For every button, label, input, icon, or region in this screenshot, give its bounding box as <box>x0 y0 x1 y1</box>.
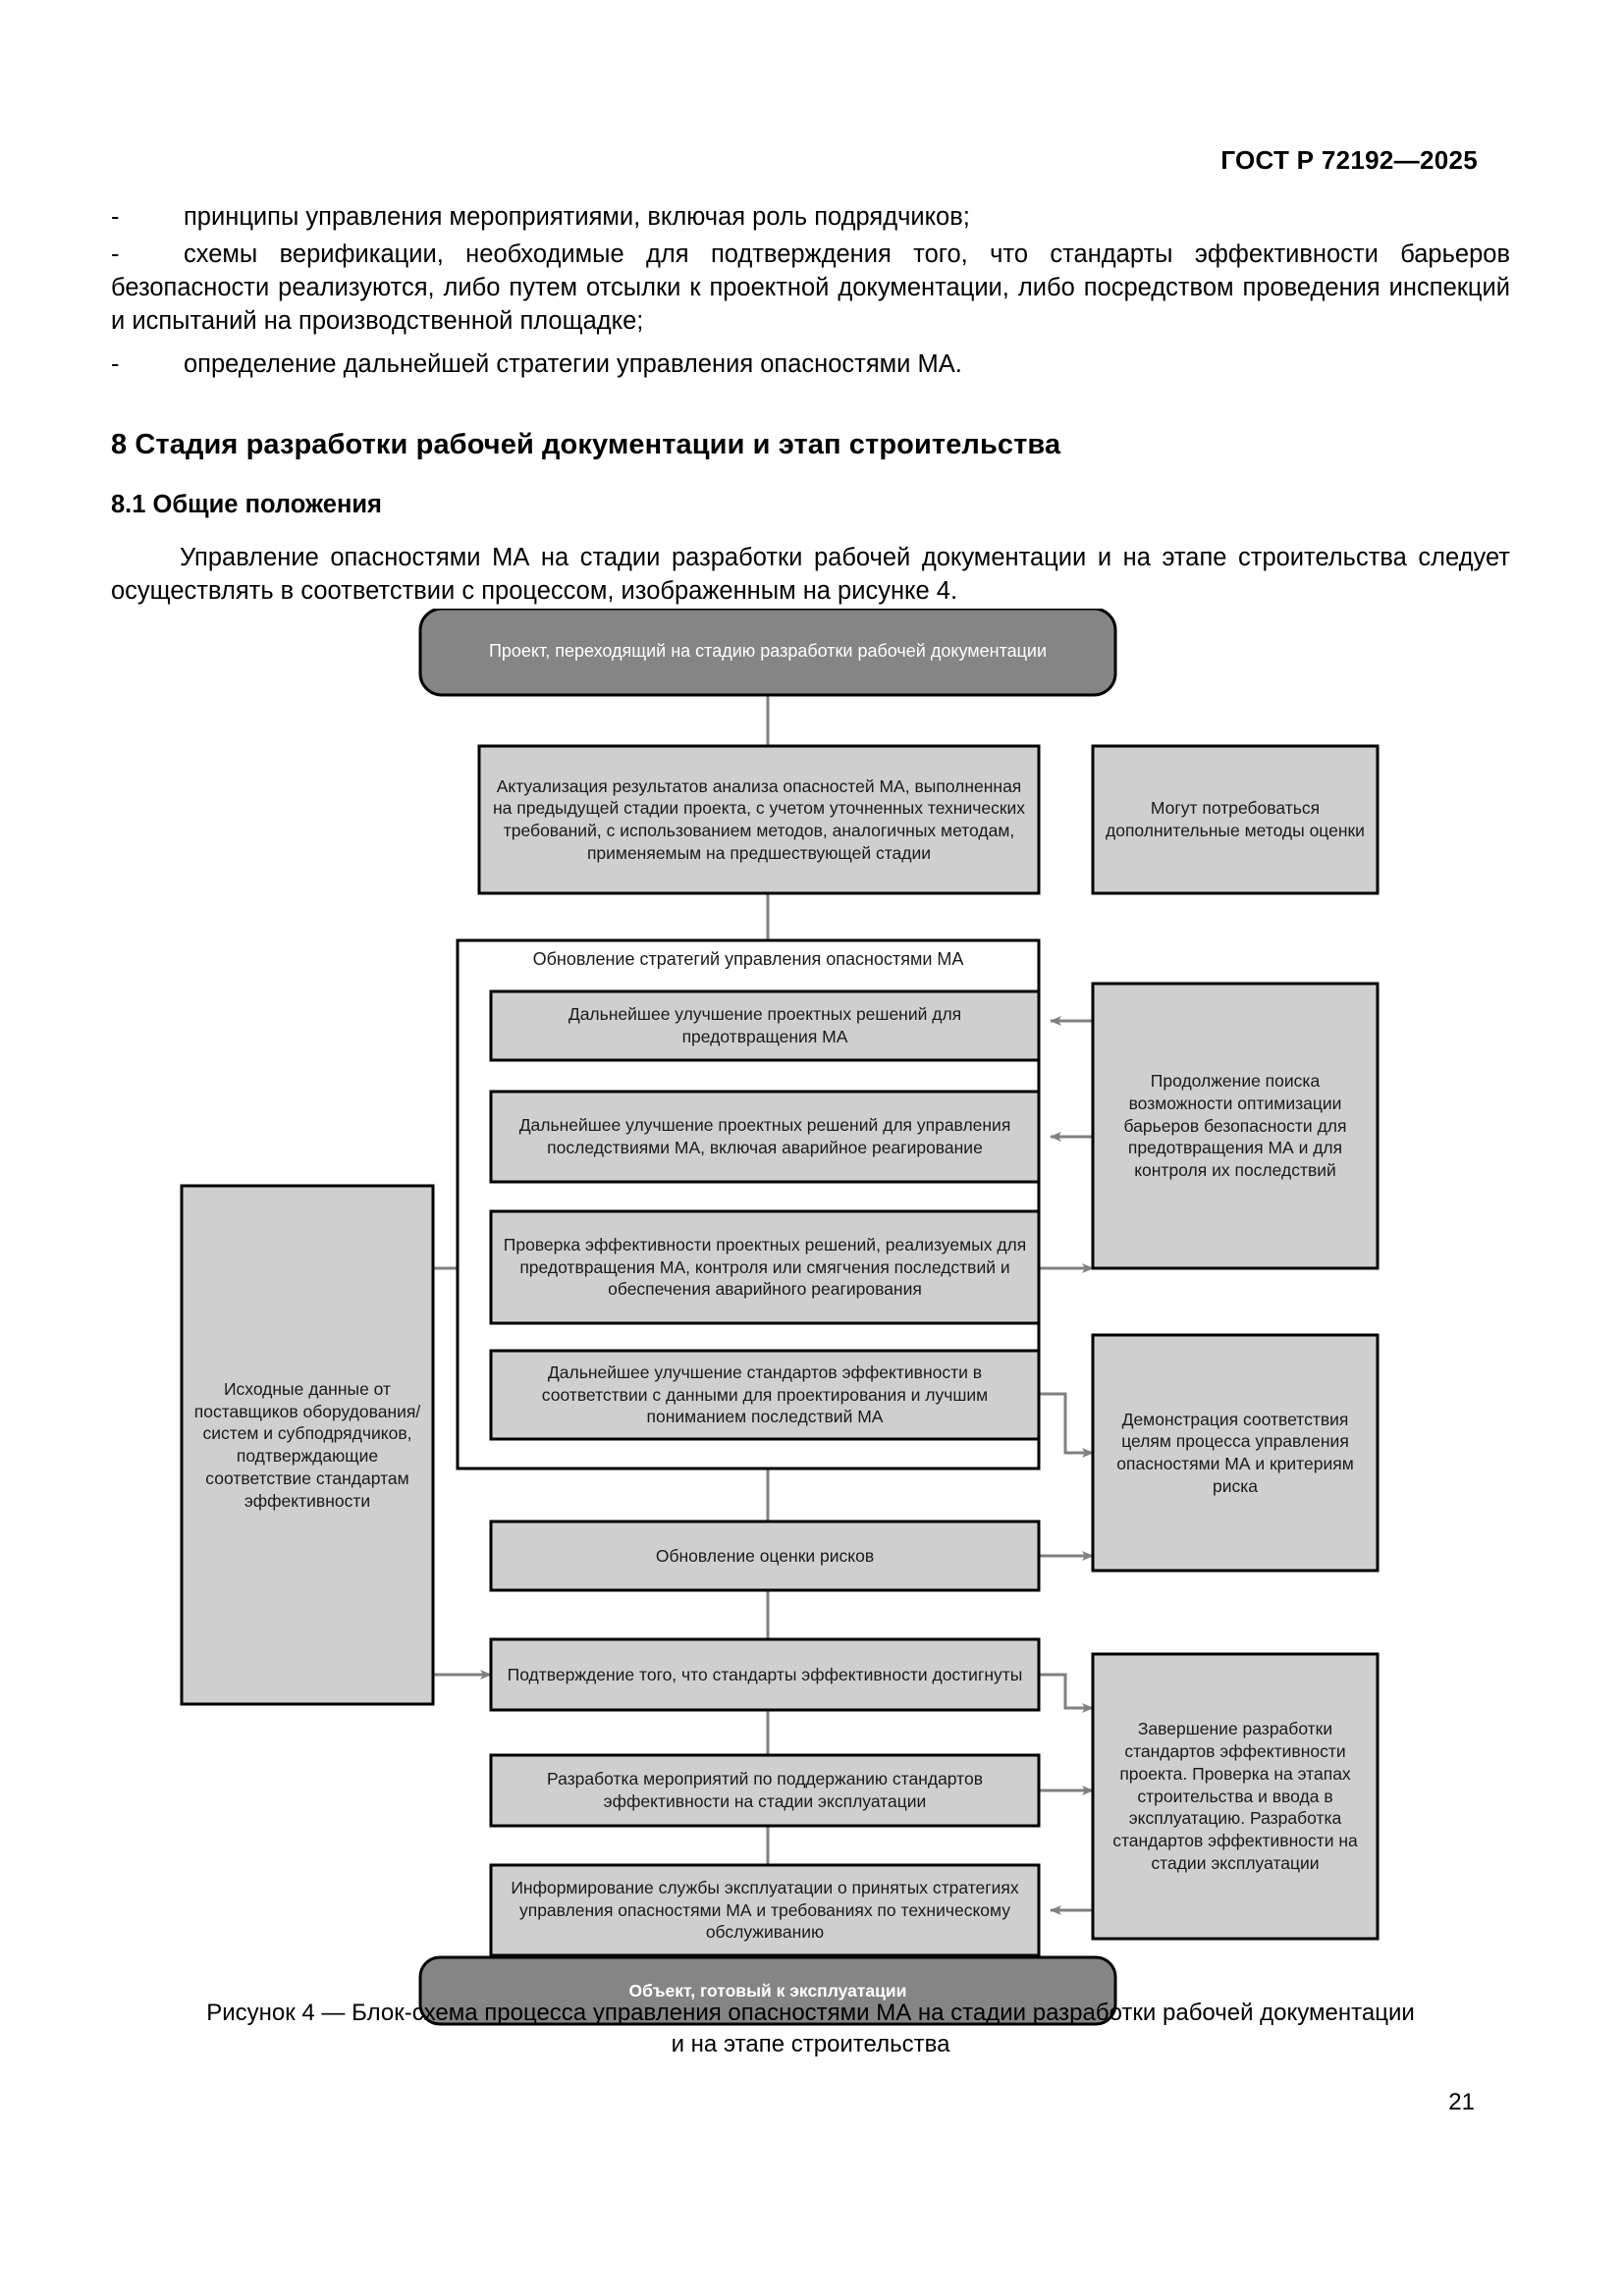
node-end-terminal-wrap: Объект, готовый к эксплуатации <box>418 1955 1117 2026</box>
node-start-label: Проект, переходящий на стадию разработки… <box>488 641 1048 662</box>
group-update-strategies-label: Обновление стратегий управления опасност… <box>532 949 964 969</box>
arrow-confirm-to-completion <box>1039 1673 1094 1713</box>
figure-caption: Рисунок 4 — Блок-схема процесса управлен… <box>111 1998 1510 2061</box>
bullet-text: принципы управления мероприятиями, включ… <box>184 203 970 231</box>
node-start: Проект, переходящий на стадию разработки… <box>418 609 1117 697</box>
figure-4-flowchart: Проект, переходящий на стадию разработки… <box>0 609 1624 1983</box>
node-update-risk-label: Обновление оценки рисков <box>655 1545 875 1566</box>
bullet-item: - принципы управления мероприятиями, вклю… <box>111 201 1510 235</box>
node-inform-operations: Информирование службы эксплуатации о при… <box>489 1863 1041 1957</box>
node-verify-effectiveness-label: Проверка эффективности проектных решений… <box>503 1234 1027 1300</box>
bullet-marker: - <box>111 203 120 231</box>
subsection-heading-8-1: 8.1 Общие положения <box>111 491 382 518</box>
node-completion-label: Завершение разработки стандартов эффекти… <box>1112 1719 1358 1873</box>
node-verify-effectiveness: Проверка эффективности проектных решений… <box>489 1209 1041 1325</box>
node-update-analysis: Актуализация результатов анализа опаснос… <box>477 744 1041 895</box>
bullet-list-2: -схемы верификации, необходимые для подт… <box>111 239 1510 339</box>
node-additional-methods: Могут потребоваться дополнительные метод… <box>1091 744 1380 895</box>
bullet-item: - определение дальнейшей стратегии управл… <box>111 348 1510 382</box>
bullet-item: -схемы верификации, необходимые для подт… <box>111 239 1510 339</box>
bullet-text: схемы верификации, необходимые для подтв… <box>111 240 1510 335</box>
bullet-marker: - <box>111 240 120 268</box>
node-update-analysis-label: Актуализация результатов анализа опаснос… <box>492 775 1026 863</box>
page-number: 21 <box>1448 2089 1475 2115</box>
arrow-b4-to-demo <box>1039 1392 1094 1458</box>
node-continue-optimization-label: Продолжение поиска возможности оптимизац… <box>1123 1071 1347 1181</box>
node-improve-standards-label: Дальнейшее улучшение стандартов эффектив… <box>541 1362 989 1427</box>
node-improve-consequences: Дальнейшее улучшение проектных решений д… <box>489 1090 1041 1184</box>
node-inform-operations-label: Информирование службы эксплуатации о при… <box>511 1877 1019 1943</box>
node-additional-methods-label: Могут потребоваться дополнительные метод… <box>1106 798 1365 840</box>
node-end-label: Объект, готовый к эксплуатации <box>628 1980 907 2001</box>
node-improve-prevention: Дальнейшее улучшение проектных решений д… <box>489 989 1041 1062</box>
node-develop-measures: Разработка мероприятий по поддержанию ст… <box>489 1753 1041 1828</box>
bullet-list: - принципы управления мероприятиями, вклю… <box>111 201 1510 235</box>
page-header-standard-id: ГОСТ Р 72192—2025 <box>1220 145 1478 175</box>
node-continue-optimization: Продолжение поиска возможности оптимизац… <box>1091 982 1380 1270</box>
bullet-list-3: - определение дальнейшей стратегии управл… <box>111 348 1510 382</box>
node-confirm-standards-label: Подтверждение того, что стандарты эффект… <box>507 1664 1023 1684</box>
node-supplier-data-label: Исходные данные от поставщиков оборудова… <box>193 1378 421 1511</box>
node-end: Объект, готовый к эксплуатации <box>418 1955 1117 2026</box>
node-improve-consequences-label: Дальнейшее улучшение проектных решений д… <box>518 1115 1011 1157</box>
feedback-connectors-right <box>1039 1016 1094 1915</box>
intro-paragraph: Управление опасностями МА на стадии разр… <box>111 544 1510 605</box>
figure-caption-line-1: Рисунок 4 — Блок-схема процесса управлен… <box>206 2000 1415 2026</box>
node-improve-prevention-label: Дальнейшее улучшение проектных решений д… <box>568 1004 962 1046</box>
bullet-marker: - <box>111 350 120 378</box>
node-develop-measures-label: Разработка мероприятий по поддержанию ст… <box>546 1769 983 1811</box>
figure-caption-line-2: и на этапе строительства <box>671 2031 950 2058</box>
node-confirm-standards: Подтверждение того, что стандарты эффект… <box>489 1637 1041 1712</box>
node-completion: Завершение разработки стандартов эффекти… <box>1091 1652 1380 1941</box>
node-demonstrate-compliance: Демонстрация соответствия целям процесса… <box>1091 1333 1380 1573</box>
node-supplier-data: Исходные данные от поставщиков оборудова… <box>180 1184 435 1706</box>
bullet-text: определение дальнейшей стратегии управле… <box>184 350 962 378</box>
section-heading-8: 8 Стадия разработки рабочей документации… <box>111 429 1061 460</box>
node-update-risk: Обновление оценки рисков <box>489 1520 1041 1592</box>
node-demonstrate-compliance-label: Демонстрация соответствия целям процесса… <box>1116 1409 1354 1496</box>
node-improve-standards: Дальнейшее улучшение стандартов эффектив… <box>489 1349 1041 1441</box>
